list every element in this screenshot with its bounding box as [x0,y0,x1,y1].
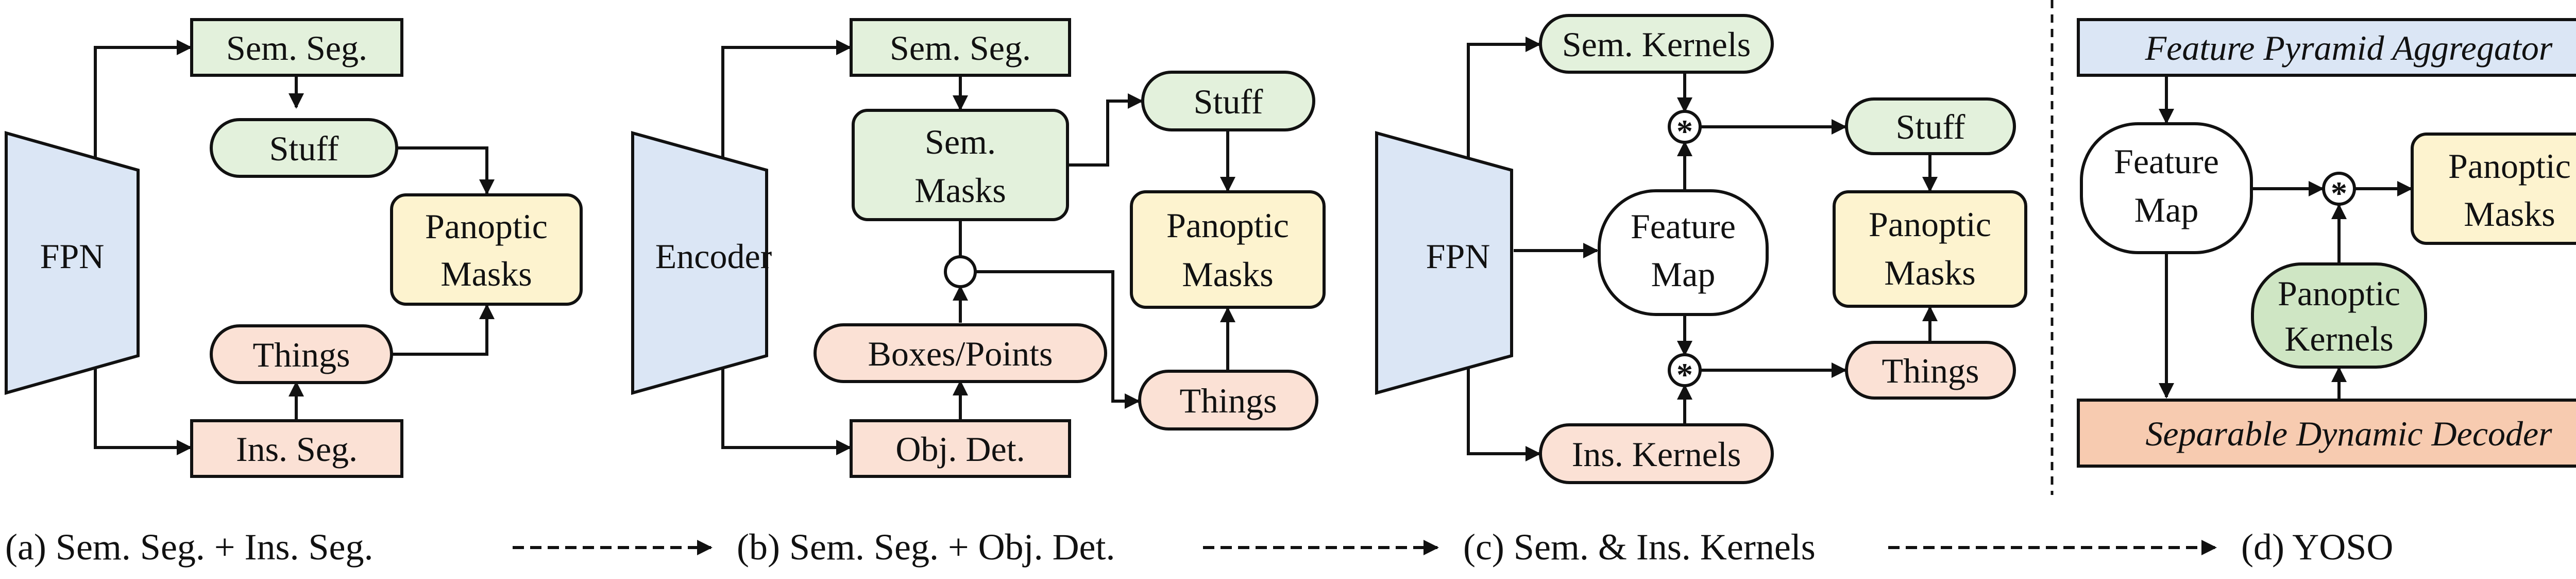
ins-kernels-node [1539,423,1774,484]
caption-d: (d) YOSO [2241,526,2393,568]
ins-kernels-label: Ins. Kernels [1572,435,1741,474]
things-label-c: Things [1882,351,1979,390]
fpn-label: FPN [40,237,105,276]
caption-a: (a) Sem. Seg. + Ins. Seg. [5,526,374,568]
edge-fpn-to-semkernels [1467,37,1541,170]
ins-seg-node [190,419,403,478]
panel-a: FPN Sem. Seg. Stuff Panoptic Masks Thing… [5,18,583,478]
panel-c: FPN Sem. Kernels * Feature Map * Ins. Ke… [1375,14,2027,484]
obj-det-label: Obj. Det. [895,429,1025,469]
edge-encoder-to-semseg [721,40,852,170]
panoptic-kernels-line1: Panoptic [2278,274,2400,313]
feature-map-node-d [2080,122,2253,254]
sem-seg-label-b: Sem. Seg. [890,28,1031,68]
conv-symbol-lower: * [1676,356,1693,393]
sem-kernels-label: Sem. Kernels [1562,25,1751,64]
stuff-node [210,118,398,178]
stuff-label: Stuff [269,129,339,168]
caption-b: (b) Sem. Seg. + Obj. Det. [737,526,1115,568]
panoptic-masks-node [390,193,583,306]
panoptic-b-line1: Panoptic [1166,206,1289,245]
feature-pyramid-aggregator-node [2077,18,2576,77]
things-node-c [1845,341,2016,400]
encoder-block [631,131,768,395]
aggregator-label: Feature Pyramid Aggregator [2145,28,2553,68]
decoder-label: Separable Dynamic Decoder [2145,414,2552,453]
panoptic-kernels-line2: Kernels [2284,319,2393,358]
panoptic-kernels-node [2251,262,2427,369]
sem-seg-node [190,18,403,77]
panoptic-masks-d-line2: Masks [2464,194,2555,234]
ins-seg-label: Ins. Seg. [236,429,358,469]
conv-symbol-upper: * [1676,113,1693,150]
panoptic-masks-node-c [1833,190,2027,308]
stuff-label-c: Stuff [1896,107,1965,146]
separable-dynamic-decoder-node [2077,399,2576,468]
edge-encoder-to-objdet [721,361,852,455]
panoptic-c-line2: Masks [1884,253,1976,292]
conv-symbol-d: * [2331,175,2347,211]
feature-map-d-line2: Map [2134,190,2199,229]
sem-seg-label: Sem. Seg. [226,28,367,68]
panel-d: Feature Pyramid Aggregator Feature Map *… [2077,18,2576,468]
edge-stuff-to-panoptic [397,146,495,195]
stuff-node-c [1845,97,2016,155]
panoptic-label-line2: Masks [440,254,532,293]
edge-masks-to-stuff [1067,93,1143,167]
panoptic-masks-node-d [2411,133,2576,245]
conv-op-d [2322,172,2356,206]
things-label-b: Things [1180,381,1277,420]
feature-map-d-line1: Feature [2114,142,2219,181]
panoptic-masks-node-b [1130,190,1326,309]
sem-masks-line1: Sem. [925,122,996,161]
encoder-label: Encoder [655,237,772,276]
merge-node [944,255,977,288]
feature-map-line1: Feature [1631,207,1736,246]
caption-c: (c) Sem. & Ins. Kernels [1463,526,1816,568]
panoptic-b-line2: Masks [1182,255,1274,294]
sem-masks-line2: Masks [914,171,1006,210]
panoptic-label-line1: Panoptic [425,207,548,246]
feature-map-node [1598,189,1769,316]
captions: (a) Sem. Seg. + Ins. Seg. (b) Sem. Seg. … [5,526,2393,568]
stuff-node-b [1141,71,1315,131]
things-label: Things [253,335,350,374]
fpn-label-c: FPN [1426,237,1490,276]
edge-things-to-panoptic [392,304,495,356]
sem-kernels-node [1539,14,1774,74]
conv-op-upper [1668,110,1702,144]
edge-fpn-to-semseg [94,40,192,170]
edge-fpn-to-inskernels [1467,361,1541,461]
edge-fpn-to-insseg [94,361,192,455]
boxes-points-label: Boxes/Points [868,334,1053,373]
fpn-block [5,131,140,395]
sem-masks-node [852,109,1069,221]
panoptic-masks-d-line1: Panoptic [2448,146,2571,186]
feature-map-line2: Map [1651,255,1716,294]
things-node [210,324,393,384]
obj-det-node [850,419,1071,478]
things-node-b [1138,370,1318,431]
boxes-points-node [814,323,1107,383]
fpn-block-c [1375,131,1513,395]
panel-b: Encoder Sem. Seg. Sem. Masks Stuff Panop… [631,18,1326,478]
sem-seg-node-b [850,18,1071,77]
stuff-label-b: Stuff [1194,82,1263,121]
edge-merge-to-things [975,270,1140,409]
panoptic-c-line1: Panoptic [1869,205,1991,244]
conv-op-lower [1668,353,1702,387]
